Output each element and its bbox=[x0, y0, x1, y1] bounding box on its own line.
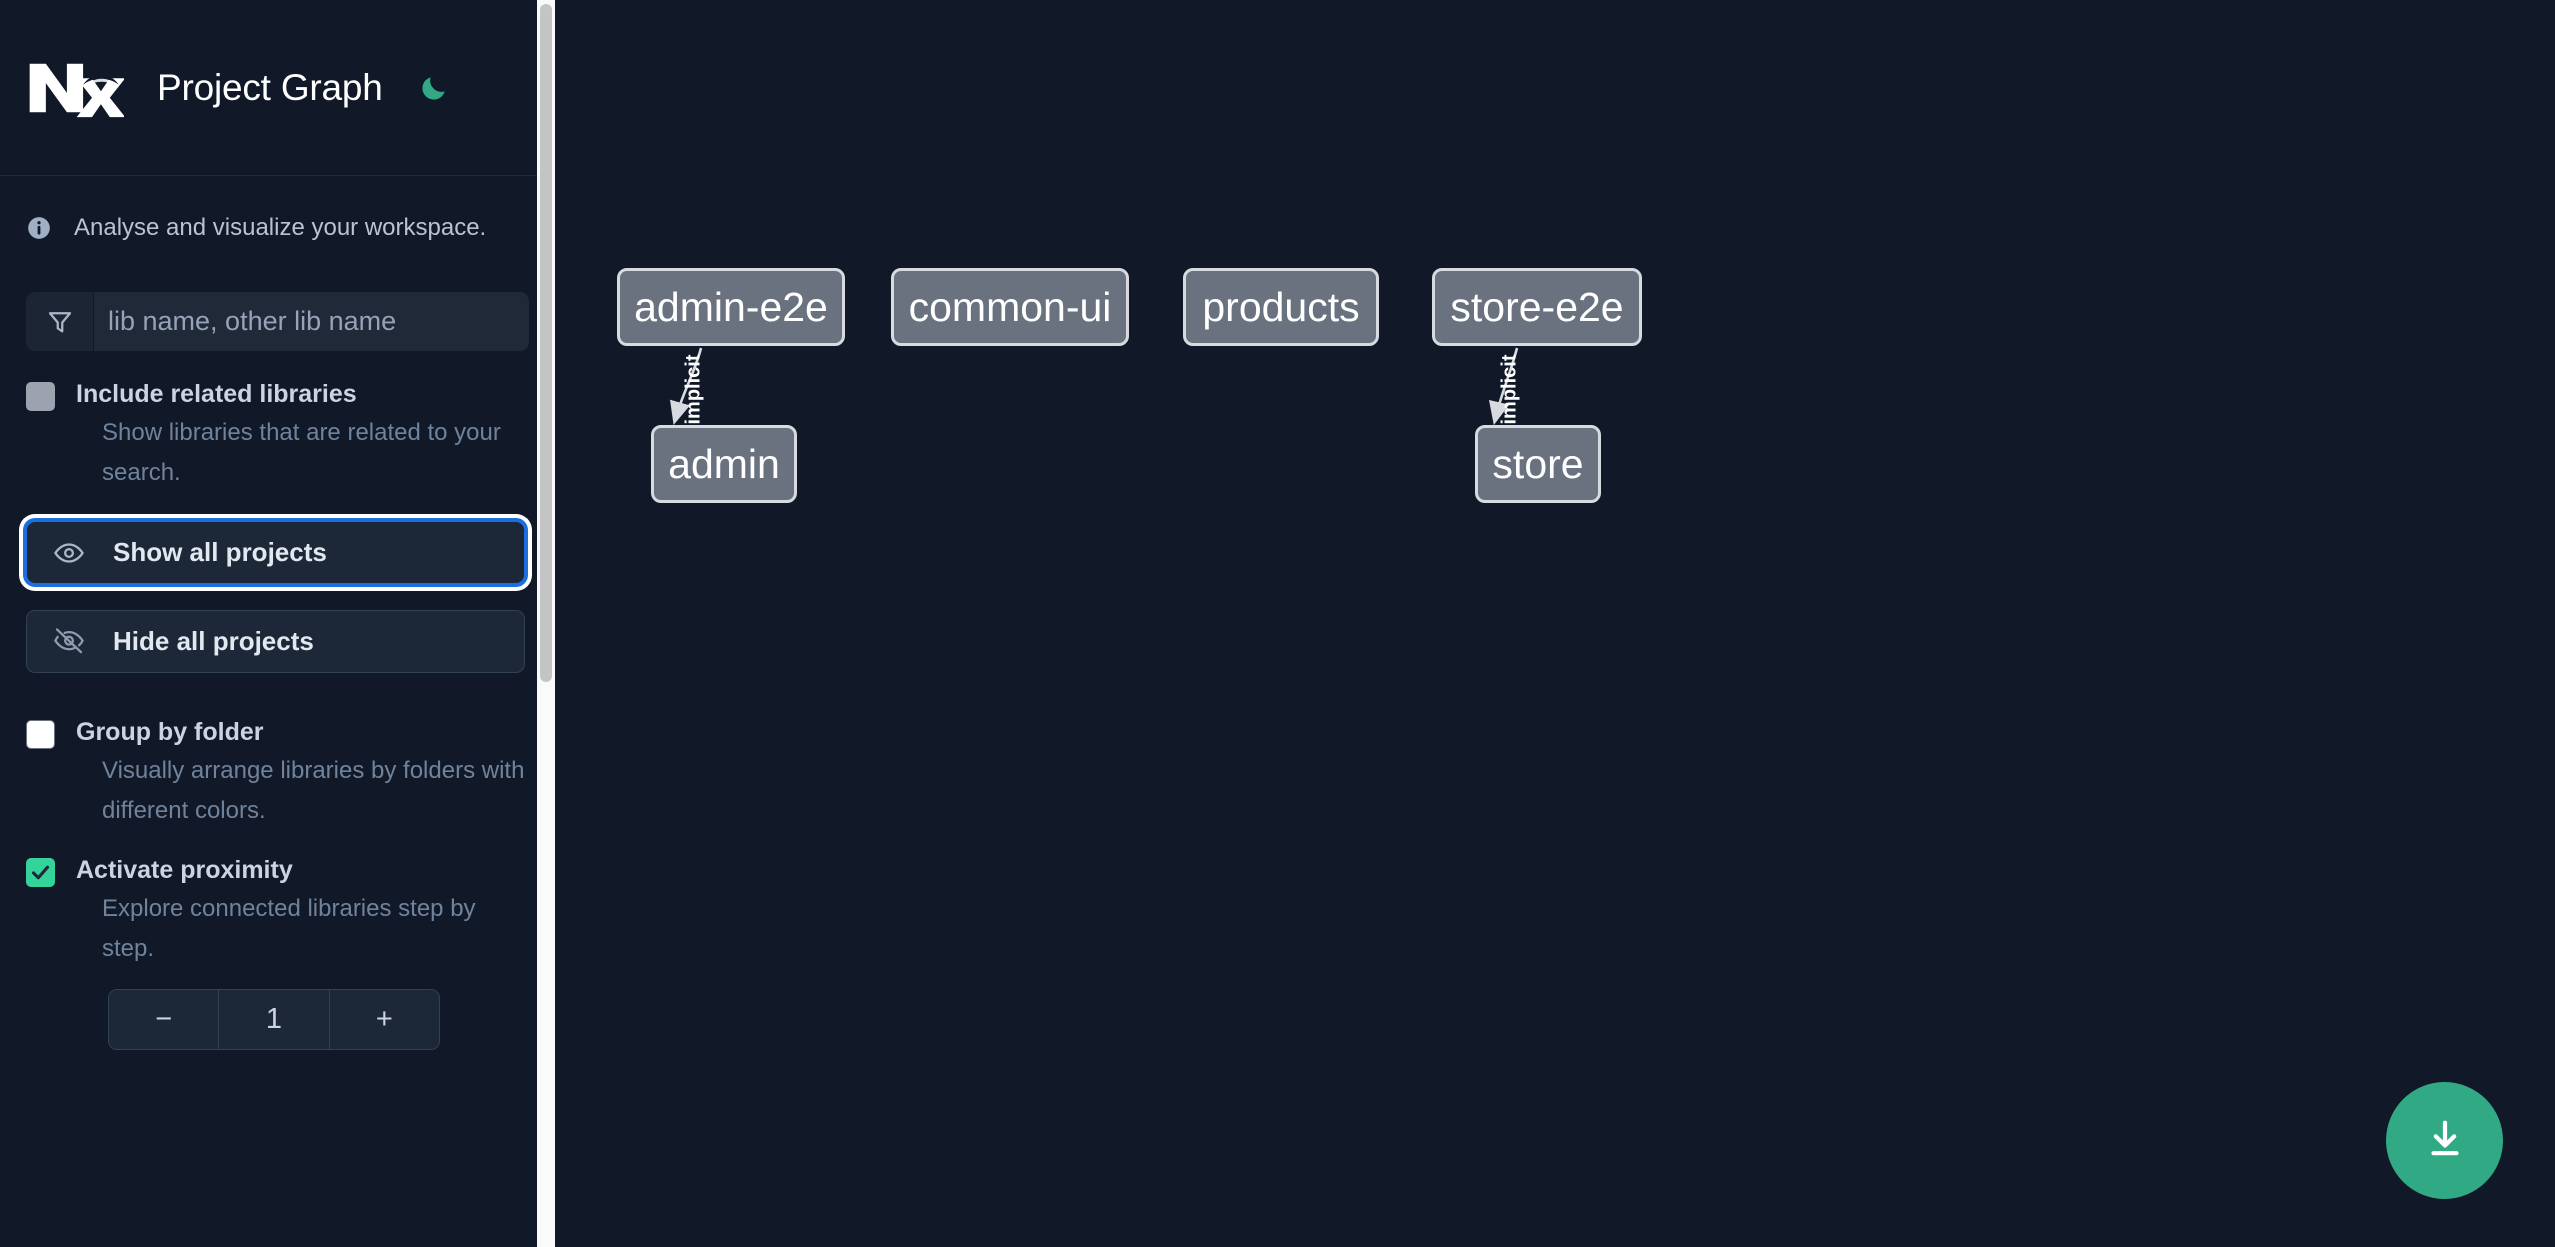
eye-icon bbox=[53, 537, 85, 569]
hide-all-projects-label: Hide all projects bbox=[113, 626, 314, 656]
sidebar: Project Graph Analyse and visualize your… bbox=[0, 0, 555, 1247]
include-related-libraries-checkbox[interactable] bbox=[26, 382, 55, 411]
proximity-value: 1 bbox=[218, 990, 330, 1049]
search-bar bbox=[26, 292, 529, 351]
sidebar-scrollbar-thumb[interactable] bbox=[540, 4, 552, 682]
option-group-by-folder: Group by folder Visually arrange librari… bbox=[0, 715, 555, 831]
option-label: Activate proximity bbox=[76, 856, 293, 884]
option-label: Group by folder bbox=[76, 718, 264, 746]
app-title: Project Graph bbox=[157, 66, 383, 108]
activate-proximity-checkbox[interactable] bbox=[26, 858, 55, 887]
graph-node-admin[interactable]: admin bbox=[651, 425, 797, 503]
eye-off-icon bbox=[53, 626, 85, 658]
sidebar-header: Project Graph bbox=[0, 0, 555, 176]
option-description: Explore connected libraries step by step… bbox=[102, 895, 476, 962]
group-by-folder-checkbox[interactable] bbox=[26, 720, 55, 749]
info-text: Analyse and visualize your workspace. bbox=[74, 213, 487, 241]
option-include-related-libraries: Include related libraries Show libraries… bbox=[0, 377, 555, 493]
nx-logo-icon bbox=[26, 54, 124, 122]
info-circle-icon bbox=[26, 215, 52, 241]
info-row: Analyse and visualize your workspace. bbox=[0, 176, 555, 279]
option-description: Show libraries that are related to your … bbox=[102, 419, 501, 486]
hide-all-projects-button[interactable]: Hide all projects bbox=[26, 610, 525, 673]
graph-node-admin-e2e[interactable]: admin-e2e bbox=[617, 268, 845, 346]
graph-node-store[interactable]: store bbox=[1475, 425, 1601, 503]
show-all-projects-button[interactable]: Show all projects bbox=[26, 521, 525, 584]
edge-label-implicit: implicit bbox=[1498, 354, 1521, 425]
download-icon bbox=[2422, 1116, 2468, 1165]
option-activate-proximity: Activate proximity Explore connected lib… bbox=[0, 853, 555, 969]
download-graph-button[interactable] bbox=[2386, 1082, 2503, 1199]
graph-canvas[interactable]: implicit implicit admin-e2e common-ui pr… bbox=[555, 0, 2555, 1247]
graph-node-common-ui[interactable]: common-ui bbox=[891, 268, 1129, 346]
search-input[interactable] bbox=[94, 292, 529, 351]
option-label: Include related libraries bbox=[76, 380, 357, 408]
sidebar-scrollbar[interactable] bbox=[537, 0, 555, 1247]
proximity-increment-button[interactable]: + bbox=[329, 990, 439, 1049]
show-all-projects-label: Show all projects bbox=[113, 537, 327, 567]
moon-icon[interactable] bbox=[413, 67, 455, 109]
filter-funnel-icon bbox=[26, 292, 94, 351]
graph-node-store-e2e[interactable]: store-e2e bbox=[1432, 268, 1642, 346]
graph-edges bbox=[670, 347, 1519, 426]
edge-label-implicit: implicit bbox=[682, 354, 705, 425]
proximity-decrement-button[interactable]: − bbox=[109, 990, 219, 1049]
option-description: Visually arrange libraries by folders wi… bbox=[102, 757, 525, 824]
graph-node-products[interactable]: products bbox=[1183, 268, 1379, 346]
proximity-stepper: − 1 + bbox=[108, 989, 440, 1050]
